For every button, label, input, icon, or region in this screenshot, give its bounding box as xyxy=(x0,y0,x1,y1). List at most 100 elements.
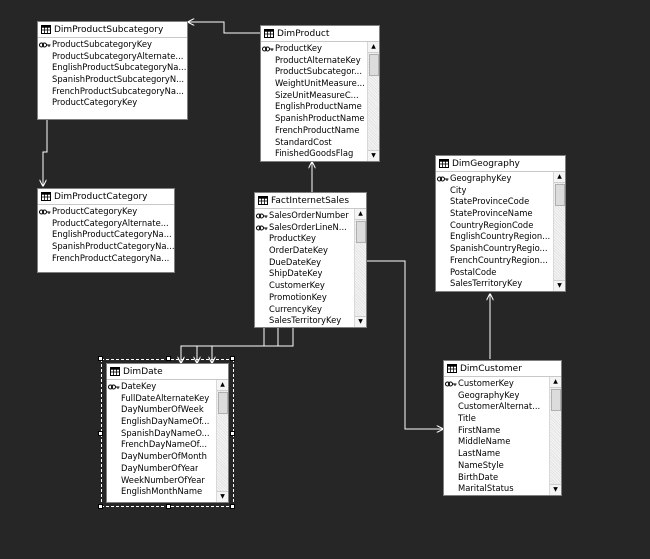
column-row[interactable]: ProductKey xyxy=(255,233,354,245)
resize-handle[interactable] xyxy=(230,504,235,509)
column-row[interactable]: SalesOrderNumber xyxy=(255,210,354,222)
column-row[interactable]: CustomerKey xyxy=(444,378,549,390)
vertical-scrollbar[interactable]: ▲▼ xyxy=(216,380,228,502)
relationship-line[interactable] xyxy=(188,22,260,34)
column-row[interactable]: ProductCategoryKey xyxy=(38,97,187,109)
column-row[interactable]: OrderDateKey xyxy=(255,245,354,257)
resize-handle[interactable] xyxy=(230,356,235,361)
column-row[interactable]: WeekNumberOfYear xyxy=(107,475,216,487)
column-row[interactable]: ShipDateKey xyxy=(255,268,354,280)
column-row[interactable]: DueDateKey xyxy=(255,257,354,269)
column-row[interactable]: EnglishDayNameOf... xyxy=(107,416,216,428)
column-row[interactable]: EnglishCountryRegion... xyxy=(436,231,553,243)
column-row[interactable]: PostalCode xyxy=(436,267,553,279)
column-row[interactable]: EnglishProductSubcategoryNa... xyxy=(38,62,187,74)
column-row[interactable]: FrenchDayNameOf... xyxy=(107,439,216,451)
column-row[interactable]: ProductSubcategor... xyxy=(261,66,367,78)
column-row[interactable]: SalesOrderLineN... xyxy=(255,222,354,234)
table-header[interactable]: DimProductCategory xyxy=(38,189,174,205)
column-row[interactable]: SalesTerritoryKey xyxy=(436,278,553,290)
relationship-line[interactable] xyxy=(181,328,265,363)
resize-handle[interactable] xyxy=(165,356,171,361)
column-row[interactable]: ProductSubcategoryKey xyxy=(38,39,187,51)
column-row[interactable]: LastName xyxy=(444,448,549,460)
relationship-line[interactable] xyxy=(197,328,279,363)
table-header[interactable]: DimGeography xyxy=(436,156,565,172)
scroll-down-arrow-icon[interactable]: ▼ xyxy=(550,484,561,495)
column-row[interactable]: FrenchProductCategoryNa... xyxy=(38,253,174,265)
column-row[interactable]: NameStyle xyxy=(444,460,549,472)
scroll-down-arrow-icon[interactable]: ▼ xyxy=(368,150,379,161)
column-row[interactable]: CustomerKey xyxy=(255,280,354,292)
scroll-up-arrow-icon[interactable]: ▲ xyxy=(554,172,565,183)
column-row[interactable]: ProductSubcategoryAlternate... xyxy=(38,51,187,63)
column-row[interactable]: DateKey xyxy=(107,381,216,393)
column-row[interactable]: FullDateAlternateKey xyxy=(107,393,216,405)
relationship-line[interactable] xyxy=(367,260,443,429)
column-row[interactable]: SalesTerritoryKey xyxy=(255,315,354,327)
column-row[interactable]: ProductCategoryKey xyxy=(38,206,174,218)
column-row[interactable]: SpanishProductCategoryNa... xyxy=(38,241,174,253)
scroll-down-arrow-icon[interactable]: ▼ xyxy=(554,280,565,291)
column-row[interactable]: FirstName xyxy=(444,425,549,437)
column-row[interactable]: ProductCategoryAlternate... xyxy=(38,218,174,230)
column-row[interactable]: ProductKey xyxy=(261,43,367,55)
resize-handle[interactable] xyxy=(230,431,235,436)
column-row[interactable]: EnglishProductName xyxy=(261,101,367,113)
column-row[interactable]: City xyxy=(436,185,553,197)
scroll-up-arrow-icon[interactable]: ▲ xyxy=(217,380,228,391)
scroll-up-arrow-icon[interactable]: ▲ xyxy=(550,377,561,388)
scroll-thumb[interactable] xyxy=(218,392,228,414)
column-row[interactable]: DayNumberOfWeek xyxy=(107,404,216,416)
column-row[interactable]: CountryRegionCode xyxy=(436,220,553,232)
column-row[interactable]: BirthDate xyxy=(444,472,549,484)
column-row[interactable]: ProductAlternateKey xyxy=(261,55,367,67)
table-header[interactable]: DimProduct xyxy=(261,26,379,42)
scroll-thumb[interactable] xyxy=(551,389,561,411)
column-row[interactable]: SpanishProductSubcategoryN... xyxy=(38,74,187,86)
column-row[interactable]: SpanishDayNameO... xyxy=(107,428,216,440)
column-row[interactable]: FrenchProductSubcategoryNa... xyxy=(38,86,187,98)
column-row[interactable]: Title xyxy=(444,413,549,425)
resize-handle[interactable] xyxy=(98,356,103,361)
column-row[interactable]: SpanishCountryRegio... xyxy=(436,243,553,255)
column-row[interactable]: MaritalStatus xyxy=(444,483,549,495)
scroll-up-arrow-icon[interactable]: ▲ xyxy=(368,42,379,53)
column-row[interactable]: EnglishProductCategoryNa... xyxy=(38,229,174,241)
table-header[interactable]: DimCustomer xyxy=(444,361,561,377)
table-header[interactable]: FactInternetSales xyxy=(255,193,366,209)
column-row[interactable]: DayNumberOfYear xyxy=(107,463,216,475)
column-row[interactable]: GeographyKey xyxy=(436,173,553,185)
column-row[interactable]: DayNumberOfMonth xyxy=(107,451,216,463)
table-header[interactable]: DimDate xyxy=(107,364,228,380)
resize-handle[interactable] xyxy=(98,504,103,509)
relationship-line[interactable] xyxy=(43,120,48,186)
column-row[interactable]: WeightUnitMeasure... xyxy=(261,78,367,90)
scroll-thumb[interactable] xyxy=(555,184,565,206)
column-row[interactable]: SizeUnitMeasureC... xyxy=(261,90,367,102)
scroll-thumb[interactable] xyxy=(369,54,379,76)
column-row[interactable]: FrenchCountryRegion... xyxy=(436,255,553,267)
column-row[interactable]: SpanishProductName xyxy=(261,113,367,125)
vertical-scrollbar[interactable]: ▲▼ xyxy=(553,172,565,291)
column-row[interactable]: StandardCost xyxy=(261,137,367,149)
column-row[interactable]: MiddleName xyxy=(444,436,549,448)
vertical-scrollbar[interactable]: ▲▼ xyxy=(549,377,561,495)
column-row[interactable]: StateProvinceCode xyxy=(436,196,553,208)
scroll-thumb[interactable] xyxy=(356,221,366,243)
scroll-up-arrow-icon[interactable]: ▲ xyxy=(355,209,366,220)
column-row[interactable]: GeographyKey xyxy=(444,390,549,402)
column-row[interactable]: EnglishMonthName xyxy=(107,486,216,498)
